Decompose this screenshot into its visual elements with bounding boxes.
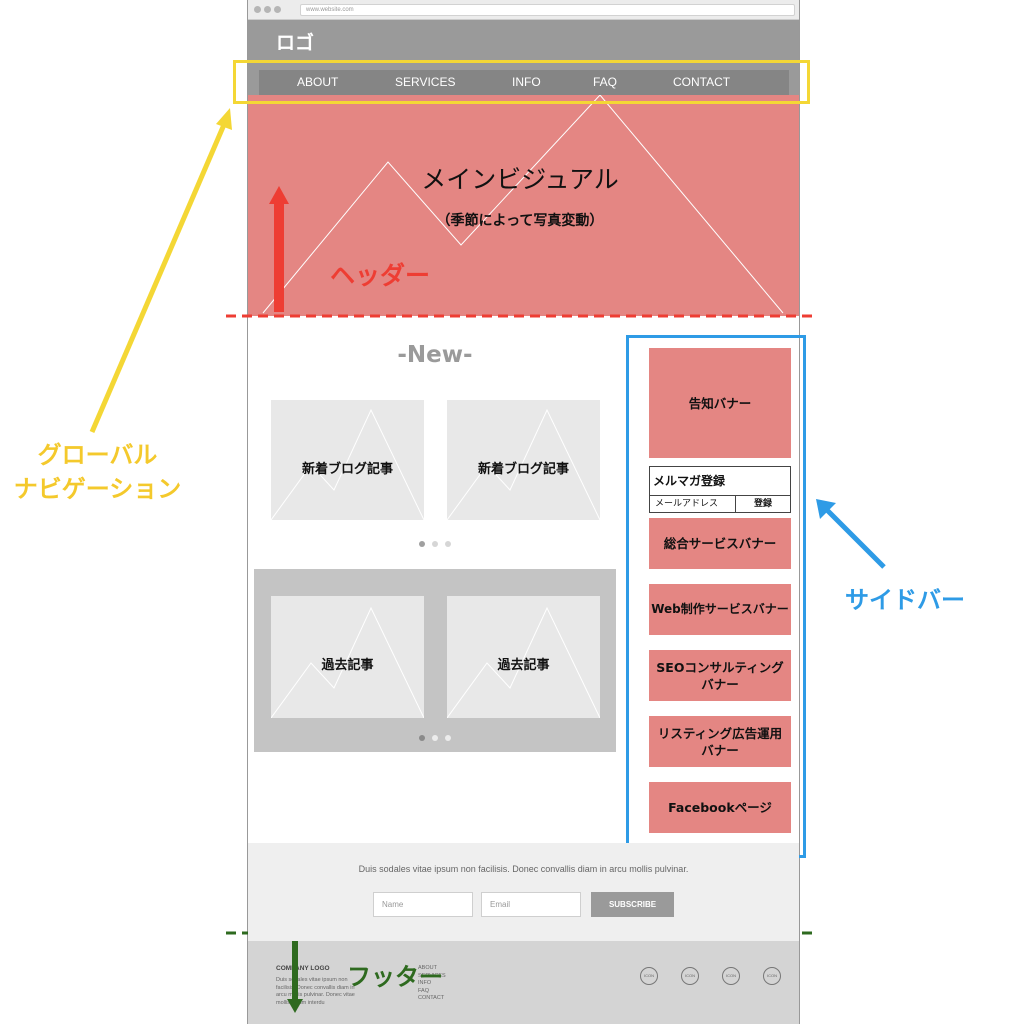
main-visual bbox=[248, 95, 799, 316]
footer-links: ABOUT SERVICES INFO FAQ CONTACT bbox=[418, 965, 446, 1003]
banner-label: バナー bbox=[701, 676, 739, 692]
listing-ads-banner[interactable]: リスティング広告運用 バナー bbox=[649, 716, 791, 767]
email-input[interactable]: Email bbox=[481, 892, 581, 917]
web-production-banner[interactable]: Web制作サービスバナー bbox=[649, 584, 791, 635]
nav-annotation-arrow-icon bbox=[89, 108, 232, 433]
footer-link-faq[interactable]: FAQ bbox=[418, 987, 430, 994]
global-nav-annotation: グローバル ナビゲーション bbox=[0, 438, 195, 506]
footer-logo[interactable]: COMPANY LOGO bbox=[276, 965, 330, 972]
general-service-banner[interactable]: 総合サービスバナー bbox=[649, 518, 791, 569]
banner-label: SEOコンサルティング bbox=[656, 659, 784, 675]
new-post-title: 新着ブログ記事 bbox=[301, 462, 393, 477]
footer bbox=[248, 941, 799, 1024]
image-placeholder-icon bbox=[271, 606, 424, 718]
nav-highlight-box bbox=[233, 60, 810, 104]
social-icon[interactable]: ICON bbox=[681, 967, 699, 985]
social-icon[interactable]: ICON bbox=[640, 967, 658, 985]
global-nav bbox=[259, 70, 789, 95]
footer-link-contact[interactable]: CONTACT bbox=[418, 995, 445, 1001]
banner-label: バナー bbox=[701, 742, 739, 758]
window-dot-icon bbox=[254, 6, 261, 13]
hero-subtitle: （季節によって写真変動） bbox=[436, 213, 604, 229]
nav-item-faq[interactable]: FAQ bbox=[593, 75, 618, 89]
site-logo[interactable]: ロゴ bbox=[276, 32, 315, 54]
header-annotation: ヘッダー bbox=[330, 261, 431, 290]
banner-label: 総合サービスバナー bbox=[663, 536, 777, 551]
register-button[interactable]: 登録 bbox=[736, 495, 790, 512]
nav-item-about[interactable]: ABOUT bbox=[297, 75, 339, 89]
pagination-dot[interactable] bbox=[445, 541, 451, 547]
pagination-dot[interactable] bbox=[432, 541, 438, 547]
url-bar[interactable]: www.website.com bbox=[300, 4, 795, 16]
footer-down-arrow-icon bbox=[287, 941, 303, 1013]
sidebar-annotation: サイドバー bbox=[845, 586, 965, 614]
header-divider bbox=[226, 314, 818, 318]
email-field[interactable]: メールアドレス bbox=[650, 495, 736, 512]
past-post-card[interactable]: 過去記事 bbox=[271, 596, 424, 718]
footer-desc-line: Duis sodales vitae ipsum non bbox=[276, 977, 348, 983]
new-post-card[interactable]: 新着ブログ記事 bbox=[271, 400, 424, 520]
newsletter-signup-box: メルマガ登録 メールアドレス 登録 bbox=[649, 466, 791, 513]
nav-item-info[interactable]: INFO bbox=[512, 75, 541, 89]
past-post-card[interactable]: 過去記事 bbox=[447, 596, 600, 718]
nav-item-services[interactable]: SERVICES bbox=[395, 75, 456, 89]
past-post-title: 過去記事 bbox=[321, 658, 374, 673]
social-icon[interactable]: ICON bbox=[763, 967, 781, 985]
image-placeholder-icon bbox=[262, 95, 784, 314]
sidebar-annotation-arrow-icon bbox=[816, 499, 886, 569]
past-post-title: 過去記事 bbox=[497, 658, 550, 673]
annotation-line: ナビゲーション bbox=[13, 475, 182, 503]
pagination-dot[interactable] bbox=[445, 735, 451, 741]
header-up-arrow-icon bbox=[269, 186, 289, 312]
seo-consulting-banner[interactable]: SEOコンサルティング バナー bbox=[649, 650, 791, 701]
pagination-dot[interactable] bbox=[432, 735, 438, 741]
new-post-title: 新着ブログ記事 bbox=[477, 462, 569, 477]
footer-desc-line: arcu mollis pulvinar. Donec vitae bbox=[276, 992, 355, 998]
new-section-title: -New- bbox=[397, 342, 473, 368]
footer-annotation: フッター bbox=[347, 963, 443, 991]
footer-desc-line: facilisis. Donec convallis diam in bbox=[276, 984, 355, 991]
annotation-line: グローバル bbox=[37, 441, 158, 469]
newsletter-text: Duis sodales vitae ipsum non facilisis. … bbox=[358, 864, 689, 874]
footer-link-services[interactable]: SERVICES bbox=[418, 972, 446, 979]
facebook-page-banner[interactable]: Facebookページ bbox=[649, 782, 791, 833]
banner-label: リスティング広告運用 bbox=[657, 725, 783, 741]
subscribe-button[interactable]: SUBSCRIBE bbox=[591, 892, 674, 917]
social-icon[interactable]: ICON bbox=[722, 967, 740, 985]
pagination-dot[interactable] bbox=[419, 735, 425, 741]
nav-item-contact[interactable]: CONTACT bbox=[673, 75, 731, 89]
name-input[interactable]: Name bbox=[373, 892, 473, 917]
image-placeholder-icon bbox=[447, 408, 600, 520]
sidebar-highlight-box bbox=[626, 335, 806, 858]
footer-link-about[interactable]: ABOUT bbox=[418, 965, 437, 971]
announcement-banner[interactable]: 告知バナー bbox=[649, 348, 791, 458]
window-dot-icon bbox=[274, 6, 281, 13]
new-post-card[interactable]: 新着ブログ記事 bbox=[447, 400, 600, 520]
pagination-dot[interactable] bbox=[419, 541, 425, 547]
mailmag-title: メルマガ登録 bbox=[653, 474, 726, 488]
banner-label: Web制作サービスバナー bbox=[651, 602, 789, 616]
window-dot-icon bbox=[264, 6, 271, 13]
hero-title: メインビジュアル bbox=[421, 165, 619, 194]
image-placeholder-icon bbox=[447, 606, 600, 718]
image-placeholder-icon bbox=[271, 408, 424, 520]
footer-link-info[interactable]: INFO bbox=[418, 980, 432, 986]
banner-label: Facebookページ bbox=[668, 800, 772, 815]
